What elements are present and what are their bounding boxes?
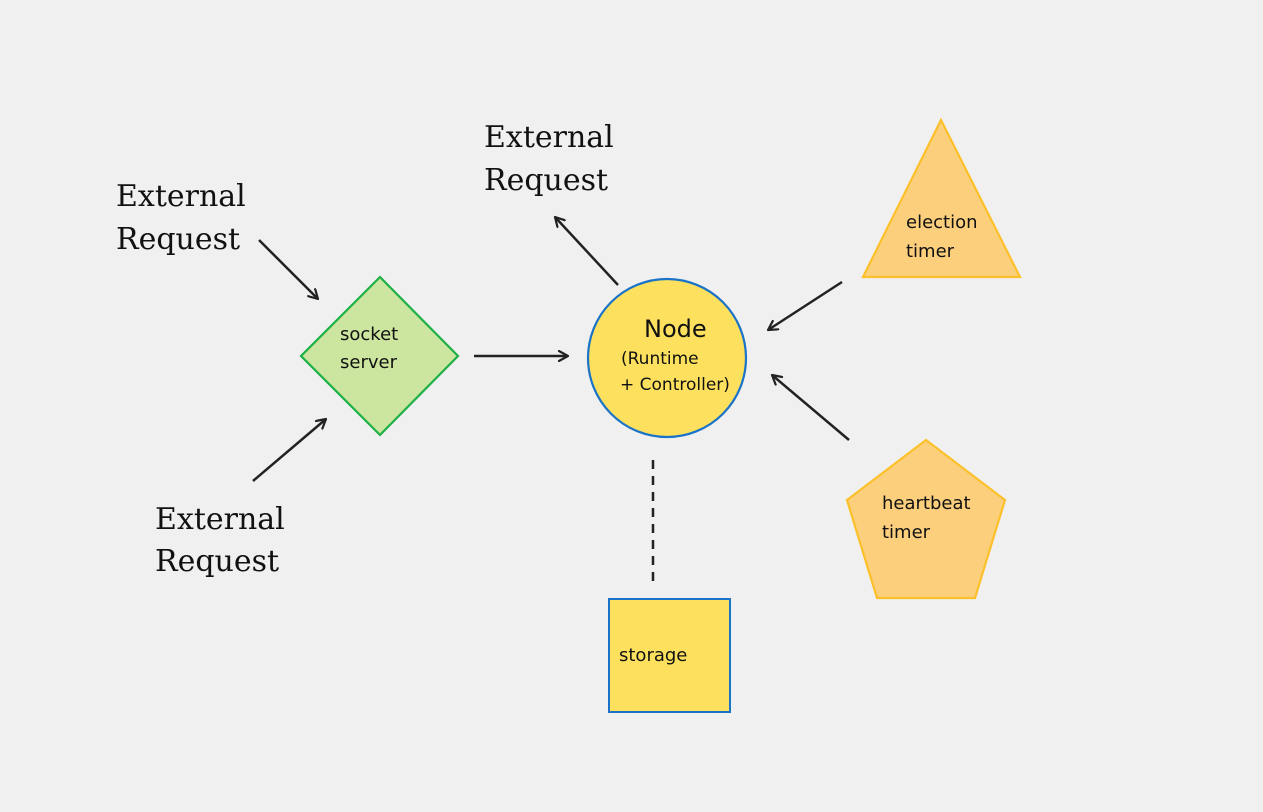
external-request-left-top: External Request [116,179,246,257]
election-timer-shape[interactable]: election timer [861,117,1022,279]
heartbeat-timer-pentagon [845,438,1007,600]
socket-server-diamond [299,275,460,437]
arrow-request-to-socket-bottom [252,419,326,482]
external-request-top-center-line2: Request [484,163,608,198]
election-timer-label-line2: timer [906,241,955,262]
arrow-heartbeat-timer-to-node [772,375,850,441]
arrow-election-timer-to-node [768,280,843,330]
socket-server-label-line1: socket [340,324,398,345]
storage-label: storage [619,645,687,666]
external-request-left-top-line2: Request [116,222,240,257]
node-title: Node [644,315,707,343]
external-request-left-top-line1: External [116,179,246,214]
socket-server-shape[interactable]: socket server [299,275,460,437]
external-request-top-center-line1: External [484,120,614,155]
node-subtitle-line1: (Runtime [621,349,699,369]
election-timer-label-line1: election [906,212,978,233]
arrow-node-to-external-request [555,217,619,286]
node-subtitle-line2: + Controller) [620,375,730,395]
node-shape[interactable]: Node (Runtime + Controller) [586,277,748,439]
external-request-left-bottom-line1: External [155,502,285,537]
heartbeat-timer-label-line1: heartbeat [882,493,971,514]
heartbeat-timer-shape[interactable]: heartbeat timer [845,438,1007,600]
node-circle [586,277,748,439]
storage-shape[interactable]: storage [608,598,731,713]
socket-server-label-line2: server [340,352,398,373]
arrow-request-to-socket-top [258,239,318,299]
external-request-left-bottom: External Request [155,502,285,579]
external-request-left-bottom-line2: Request [155,544,279,579]
external-request-top-center: External Request [484,120,614,198]
heartbeat-timer-label-line2: timer [882,522,931,543]
election-timer-triangle [861,117,1022,279]
storage-box [608,598,731,713]
